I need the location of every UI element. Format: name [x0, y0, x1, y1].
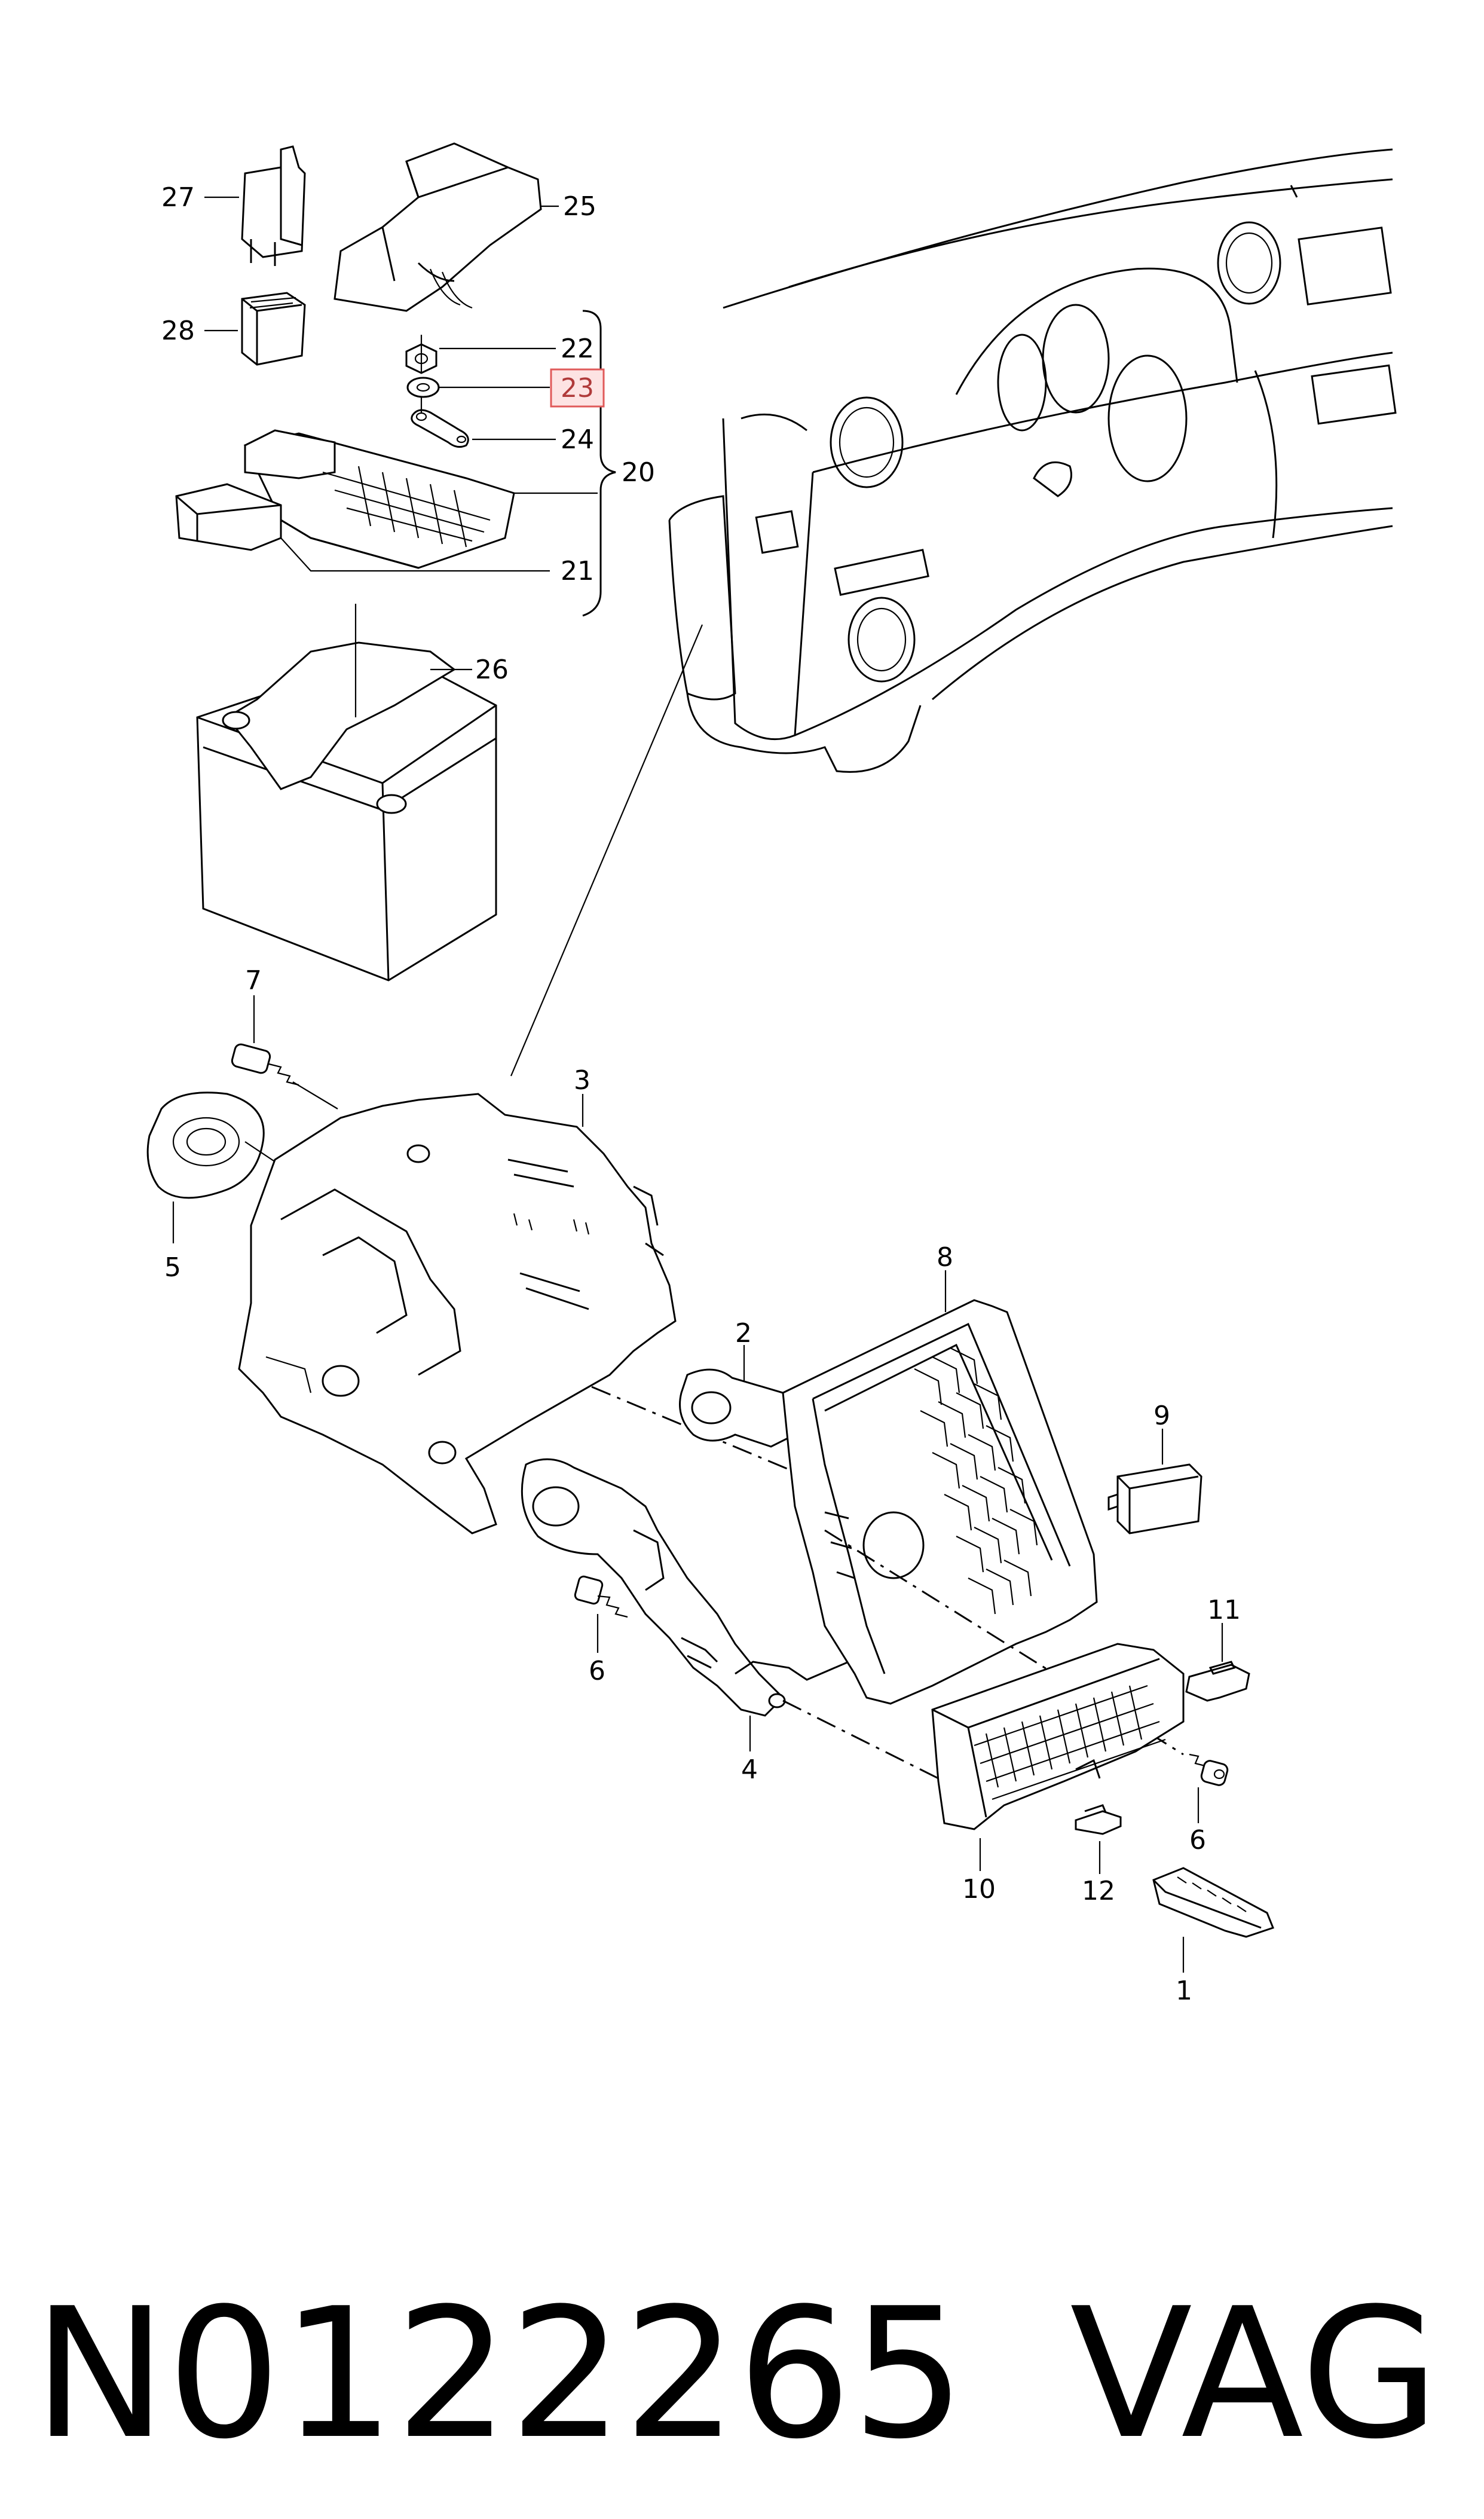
- callout-25[interactable]: 25: [563, 191, 596, 222]
- screw-6-right: [1189, 1753, 1229, 1786]
- cover-25: [333, 142, 542, 312]
- callout-10[interactable]: 10: [962, 1874, 996, 1904]
- callout-21[interactable]: 21: [561, 556, 594, 586]
- fuse-carrier-20: [175, 429, 515, 569]
- grommet-5: [146, 1092, 265, 1199]
- callout-23[interactable]: 23: [561, 373, 594, 403]
- bracket-3: [238, 1093, 677, 1534]
- callout-4[interactable]: 4: [741, 1754, 758, 1785]
- assembly-line-4-10: [782, 1699, 945, 1783]
- callout-20[interactable]: 20: [622, 457, 655, 488]
- callout-3[interactable]: 3: [574, 1065, 590, 1096]
- washer-23: [406, 377, 440, 398]
- callout-9[interactable]: 9: [1153, 1401, 1170, 1431]
- relay-28: [241, 292, 306, 366]
- bracket-20: [582, 310, 616, 617]
- callout-6-right[interactable]: 6: [1189, 1825, 1206, 1855]
- part-number: N0122265: [33, 2270, 966, 2478]
- brand-label: VAG: [1070, 2270, 1439, 2478]
- screw-7: [231, 1043, 299, 1086]
- callout-24[interactable]: 24: [561, 424, 594, 455]
- callout-2[interactable]: 2: [735, 1318, 752, 1349]
- fuse-box-10: [931, 1643, 1185, 1830]
- callout-22[interactable]: 22: [561, 334, 594, 364]
- holder-2: [679, 1368, 802, 1448]
- relay-9: [1107, 1463, 1203, 1534]
- fuse-11: [1185, 1661, 1250, 1702]
- cable-lug-24: [411, 409, 469, 448]
- fuse-puller-1: [1152, 1867, 1274, 1938]
- callout-6-left[interactable]: 6: [589, 1656, 605, 1686]
- callout-8[interactable]: 8: [937, 1242, 953, 1273]
- relay-27: [241, 145, 306, 266]
- highlight-box: [550, 368, 605, 408]
- battery-26: [196, 604, 497, 982]
- callout-11[interactable]: 11: [1207, 1595, 1241, 1625]
- fuse-12: [1075, 1804, 1122, 1835]
- fuse-box-8: [782, 1299, 1098, 1705]
- callout-23-highlight[interactable]: 23: [550, 368, 605, 408]
- leader-21: [280, 537, 550, 572]
- callout-12[interactable]: 12: [1082, 1876, 1115, 1906]
- dashboard-illustration: [668, 148, 1397, 773]
- callout-28[interactable]: 28: [161, 316, 195, 346]
- pointer-line-dashboard: [510, 624, 703, 1077]
- callout-5[interactable]: 5: [164, 1252, 181, 1283]
- bracket-4: [521, 1458, 849, 1717]
- callout-7[interactable]: 7: [245, 965, 262, 996]
- screw-6-left: [574, 1575, 628, 1618]
- callout-27[interactable]: 27: [161, 182, 195, 213]
- axis-7: [292, 1081, 338, 1109]
- callout-26[interactable]: 26: [475, 655, 509, 685]
- callout-1[interactable]: 1: [1176, 1976, 1192, 2006]
